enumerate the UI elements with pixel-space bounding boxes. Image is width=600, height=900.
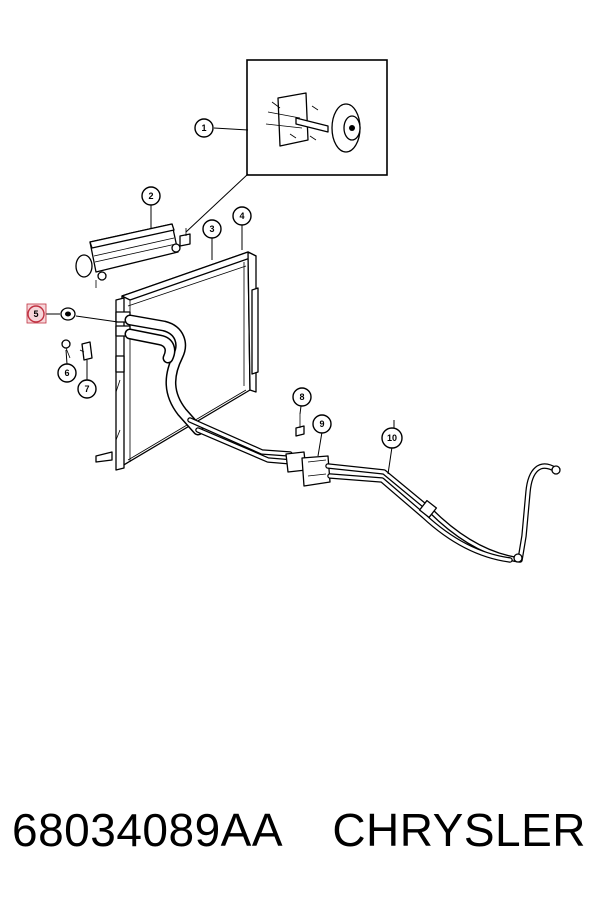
callout-10: 10 — [381, 427, 403, 449]
condenser-hoses — [124, 314, 295, 465]
callout-5: 5 — [26, 303, 47, 324]
ac-line-part-10 — [325, 463, 561, 563]
callout-7: 7 — [77, 379, 97, 399]
leader-lines — [46, 127, 395, 475]
nut-part-5 — [60, 307, 76, 321]
svg-text:9: 9 — [319, 419, 324, 429]
clip-part-7 — [79, 341, 93, 361]
callout-2: 2 — [141, 186, 161, 206]
cooler-part-2 — [75, 223, 191, 288]
svg-text:3: 3 — [209, 224, 214, 234]
callout-3: 3 — [202, 219, 222, 239]
parts-diagram: 1 2 3 4 5 6 7 8 9 10 — [26, 59, 561, 563]
svg-text:8: 8 — [299, 392, 304, 402]
footer: 68034089AA CHRYSLER — [0, 800, 600, 870]
inset-leader — [185, 173, 249, 233]
brand-label: CHRYSLER — [332, 804, 586, 856]
callout-1: 1 — [194, 118, 214, 138]
svg-text:1: 1 — [201, 123, 206, 133]
svg-text:6: 6 — [64, 368, 69, 378]
callout-6: 6 — [57, 363, 77, 383]
condenser-fittings — [95, 311, 131, 463]
seal-strip-part-4 — [251, 287, 259, 375]
callout-9: 9 — [312, 414, 332, 434]
svg-text:2: 2 — [148, 191, 153, 201]
detail-inset — [246, 59, 388, 176]
fitting-part-9 — [285, 451, 331, 487]
mounting-bracket-detail — [265, 92, 329, 147]
callout-8: 8 — [292, 387, 312, 407]
part-number-label: 68034089AA — [12, 804, 284, 856]
svg-text:10: 10 — [387, 433, 397, 443]
svg-text:7: 7 — [84, 384, 89, 394]
stud-part-6 — [61, 339, 71, 359]
grommet-detail — [331, 103, 361, 153]
svg-text:5: 5 — [33, 309, 38, 319]
condenser-part-3 — [115, 251, 257, 471]
svg-text:4: 4 — [239, 211, 244, 221]
bolt-part-8 — [295, 414, 305, 437]
callout-4: 4 — [232, 206, 252, 226]
